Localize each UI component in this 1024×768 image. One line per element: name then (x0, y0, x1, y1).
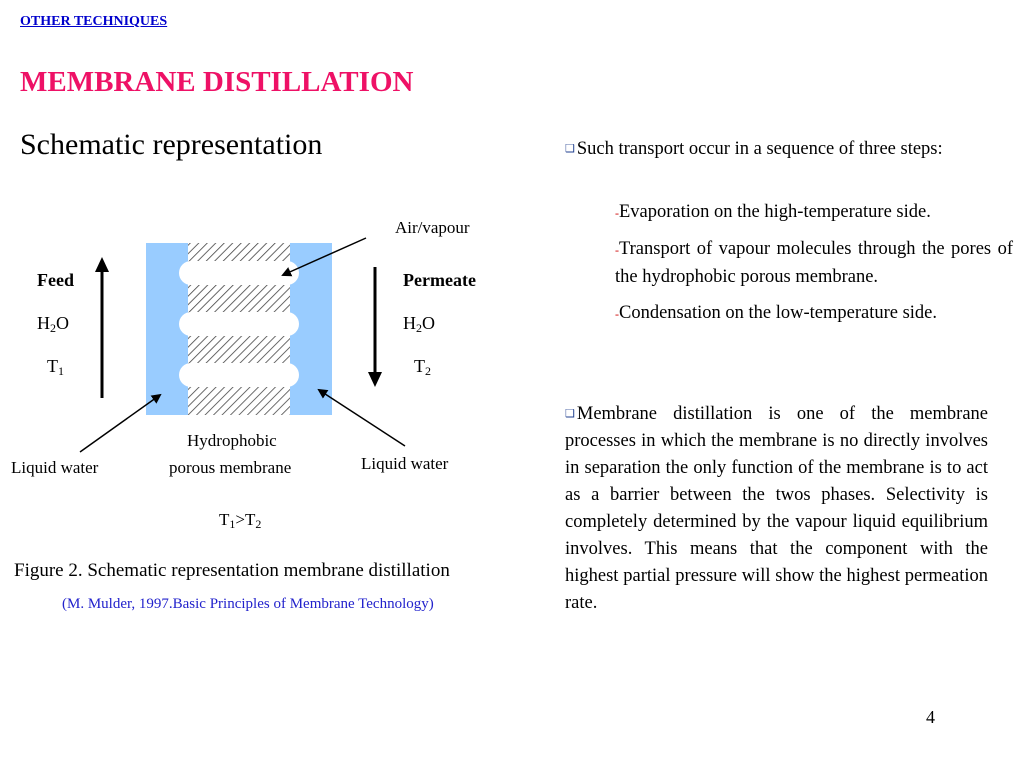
membrane-label-line2: porous membrane (169, 458, 292, 477)
bullet-icon: ❑ (565, 143, 575, 155)
step-item: -Evaporation on the high-temperature sid… (615, 202, 931, 222)
membrane-label-line1: Hydrophobic (187, 431, 277, 450)
permeate-temperature: T2 (414, 356, 431, 378)
permeate-arrowhead (368, 372, 382, 387)
feed-arrowhead (95, 257, 109, 272)
membrane-pore (179, 363, 299, 387)
permeate-h2o: H2O (403, 313, 435, 335)
bullet-icon: ❑ (565, 408, 575, 420)
temperature-relation: T1>T2 (219, 510, 262, 531)
air-vapour-pointer (281, 237, 367, 277)
page-number: 4 (926, 707, 935, 727)
membrane-pore (179, 261, 299, 285)
feed-h2o: H2O (37, 313, 69, 335)
membrane-pore (179, 312, 299, 336)
feed-label: Feed (37, 270, 74, 290)
transport-paragraph: ❑Such transport occur in a sequence of t… (565, 139, 943, 159)
figure-caption: Figure 2. Schematic representation membr… (14, 560, 450, 581)
step-item: -Transport of vapour molecules through t… (615, 239, 1013, 287)
membrane-distillation-paragraph: ❑Membrane distillation is one of the mem… (565, 404, 988, 613)
page-title: MEMBRANE DISTILLATION (20, 66, 414, 98)
subtitle: Schematic representation (20, 128, 323, 161)
liquid-water-left-label: Liquid water (11, 458, 99, 477)
liquid-water-right-label: Liquid water (361, 454, 449, 473)
liquid-right-pointer (317, 388, 406, 447)
air-vapour-label: Air/vapour (395, 218, 470, 237)
section-link[interactable]: OTHER TECHNIQUES (20, 14, 168, 29)
citation: (M. Mulder, 1997.Basic Principles of Mem… (62, 596, 434, 612)
step-item: -Condensation on the low-temperature sid… (615, 303, 938, 323)
liquid-left-pointer (79, 393, 162, 453)
feed-temperature: T1 (47, 356, 64, 378)
permeate-label: Permeate (403, 270, 476, 290)
membrane-diagram (79, 237, 406, 453)
transport-steps: -Evaporation on the high-temperature sid… (615, 199, 1013, 328)
